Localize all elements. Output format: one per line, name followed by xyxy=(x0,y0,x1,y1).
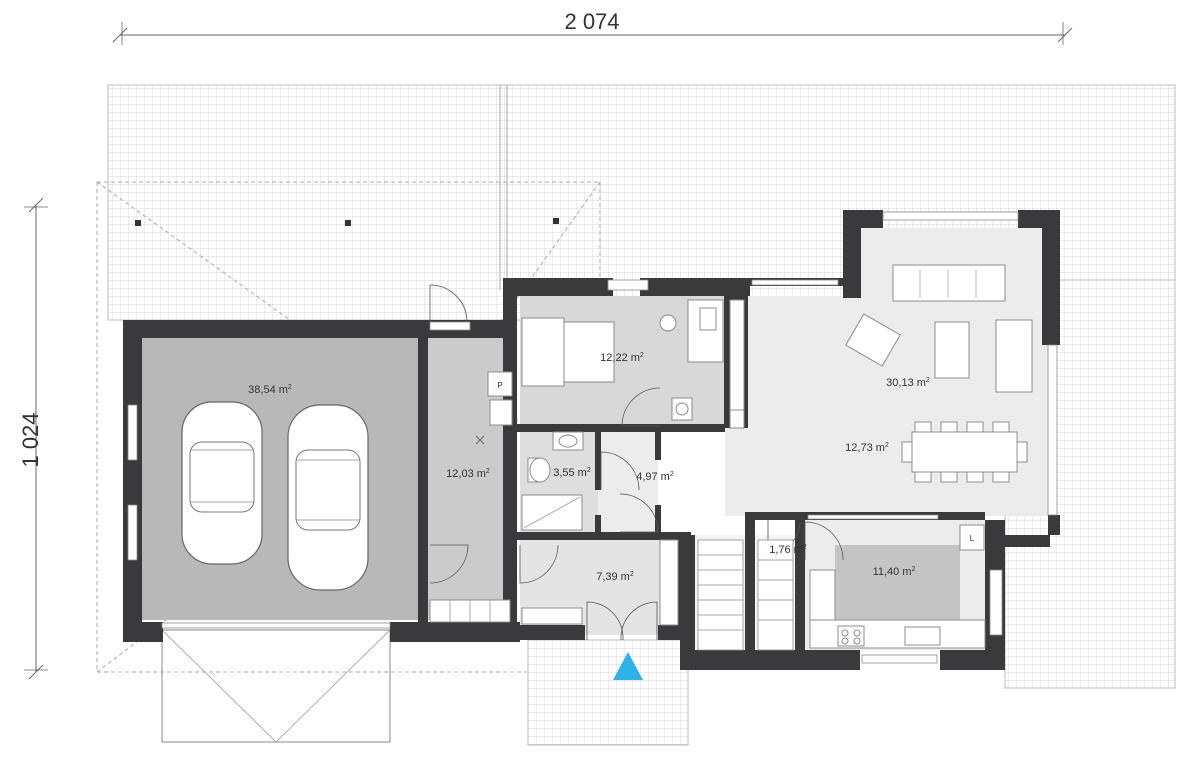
vestibule-area-label: 7,39 m2 xyxy=(596,571,634,583)
living-furniture xyxy=(729,264,1033,429)
garage-area-label: 38,54 m2 xyxy=(248,384,292,396)
bathroom-area-label: 3,55 m2 xyxy=(553,467,591,479)
roof-posts xyxy=(135,218,559,226)
vestibule-furniture xyxy=(521,539,679,626)
study-furniture xyxy=(521,299,724,421)
fridge-label: L xyxy=(970,534,975,543)
carport xyxy=(161,629,391,743)
entrance-arrow-icon xyxy=(613,652,643,680)
car-icon xyxy=(181,401,263,565)
stairs xyxy=(697,539,794,651)
car-icon xyxy=(287,404,369,591)
width-label: 2 074 xyxy=(564,9,619,34)
kitchen-area-label: 11,40 m2 xyxy=(873,566,916,578)
utility-fixtures: P xyxy=(429,371,513,623)
height-dimension: 1 024 xyxy=(18,197,48,680)
boiler-label: P xyxy=(497,381,502,390)
hall-area-label: 4,97 m2 xyxy=(636,471,674,483)
kitchen-fixtures: L xyxy=(809,524,986,649)
width-dimension: 2 074 xyxy=(112,9,1073,45)
study-area-label: 12,22 m2 xyxy=(600,352,644,364)
dining-table xyxy=(901,421,1028,483)
utility-area-label: 12,03 m2 xyxy=(446,468,490,480)
height-label: 1 024 xyxy=(18,412,43,467)
bathroom-fixtures xyxy=(521,431,584,531)
dining-area-label: 12,73 m2 xyxy=(845,442,889,454)
pantry-area-label: 1,76 m2 xyxy=(769,544,807,556)
living-area-label: 30,13 m2 xyxy=(886,377,930,389)
windows xyxy=(127,211,1058,664)
